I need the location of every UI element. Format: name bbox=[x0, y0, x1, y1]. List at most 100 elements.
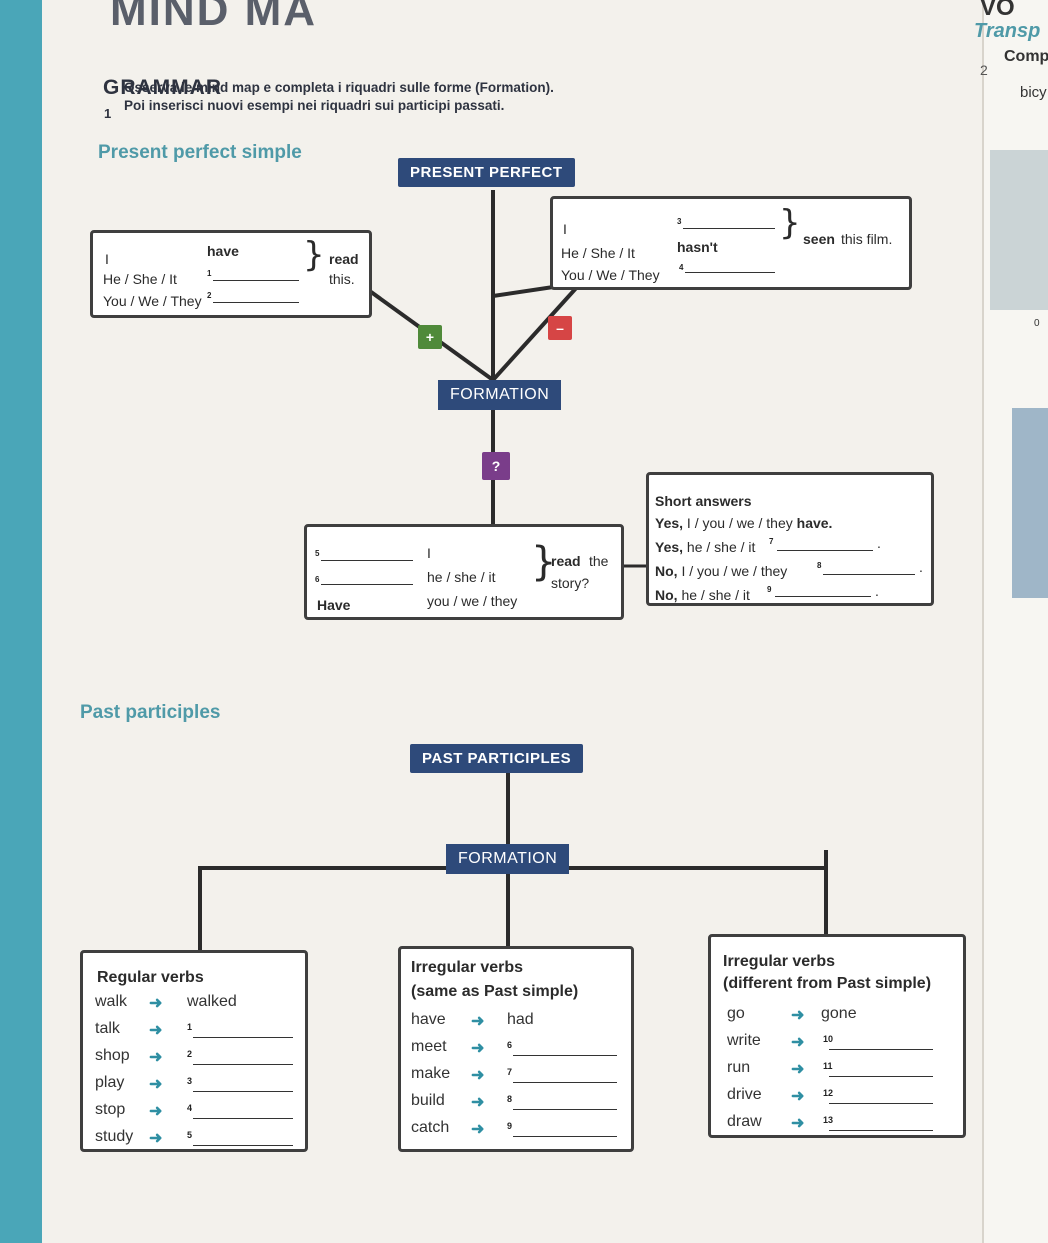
int-blank-5[interactable] bbox=[321, 559, 413, 561]
neg-aux-hasnt: hasn't bbox=[677, 239, 718, 255]
blank-number: 9 bbox=[507, 1121, 513, 1131]
answer-blank[interactable] bbox=[193, 1036, 293, 1038]
aff-blank-1[interactable] bbox=[213, 279, 299, 281]
negative-box: I 3 He / She / It hasn't You / We / They… bbox=[550, 196, 912, 290]
int-rest-the: the bbox=[589, 553, 609, 569]
verb-base: drive bbox=[727, 1086, 762, 1103]
blank-number: 4 bbox=[187, 1103, 193, 1113]
blank-number: 2 bbox=[187, 1049, 193, 1059]
arrow-icon: ➜ bbox=[149, 1049, 163, 1066]
answer-blank[interactable] bbox=[513, 1135, 617, 1137]
sa-dot-9: . bbox=[875, 583, 879, 599]
short-answers-title: Short answers bbox=[655, 493, 752, 509]
plus-sign: + bbox=[418, 325, 442, 349]
sa-have: have. bbox=[796, 515, 833, 531]
sa-subjects-2: he / she / it bbox=[686, 539, 756, 555]
neg-subject-he: He / She / It bbox=[561, 245, 635, 261]
answer-blank[interactable] bbox=[193, 1144, 293, 1146]
arrow-icon: ➜ bbox=[149, 995, 163, 1012]
sa-blank-number-8: 8 bbox=[817, 561, 822, 570]
verb-past-participle: walked bbox=[187, 993, 237, 1010]
sa-subjects-1: I / you / we / they bbox=[686, 515, 793, 531]
blank-number: 3 bbox=[187, 1076, 193, 1086]
sa-blank-8[interactable] bbox=[823, 573, 915, 575]
answer-blank[interactable] bbox=[513, 1054, 617, 1056]
neg-verb-seen: seen bbox=[803, 231, 835, 247]
aff-brace: } bbox=[303, 235, 325, 275]
answer-blank[interactable] bbox=[513, 1108, 617, 1110]
facing-page-exercise-number: 2 bbox=[980, 62, 988, 78]
present-perfect-formation: FORMATION bbox=[438, 380, 562, 410]
facing-page-photo-bottom bbox=[1012, 408, 1048, 598]
arrow-icon: ➜ bbox=[791, 1061, 805, 1078]
sa-yes-1: Yes, bbox=[655, 515, 684, 531]
neg-subject-you: You / We / They bbox=[561, 267, 660, 283]
arrow-icon: ➜ bbox=[149, 1103, 163, 1120]
facing-page-title: Transp bbox=[974, 20, 1041, 42]
aff-object: this. bbox=[329, 271, 355, 287]
verb-base: talk bbox=[95, 1020, 120, 1037]
instruction-number: 1 bbox=[104, 106, 112, 121]
sa-blank-number-7: 7 bbox=[769, 537, 774, 546]
int-blank-6[interactable] bbox=[321, 583, 413, 585]
blank-number: 10 bbox=[823, 1034, 834, 1044]
arrow-icon: ➜ bbox=[791, 1007, 805, 1024]
int-subject-he: he / she / it bbox=[427, 569, 496, 585]
int-blank-number-5: 5 bbox=[315, 549, 320, 558]
answer-blank[interactable] bbox=[193, 1090, 293, 1092]
answer-blank[interactable] bbox=[513, 1081, 617, 1083]
verb-base: go bbox=[727, 1005, 745, 1022]
answer-blank[interactable] bbox=[193, 1063, 293, 1065]
aff-blank-2[interactable] bbox=[213, 301, 299, 303]
neg-blank-number-4: 4 bbox=[679, 263, 684, 272]
affirmative-box: I have He / She / It 1 You / We / They 2… bbox=[90, 230, 372, 318]
facing-page-zero: 0 bbox=[1034, 318, 1040, 329]
verb-base: run bbox=[727, 1059, 751, 1076]
arrow-icon: ➜ bbox=[149, 1022, 163, 1039]
sa-no-4: No, bbox=[655, 587, 678, 603]
verb-base: study bbox=[95, 1128, 134, 1145]
irregular-diff-title-2: (different from Past simple) bbox=[723, 975, 932, 992]
mind-map-title: MIND MA bbox=[110, 0, 318, 35]
blank-number: 5 bbox=[187, 1130, 193, 1140]
arrow-icon: ➜ bbox=[149, 1076, 163, 1093]
grammar-heading: GRAMMAR bbox=[103, 76, 222, 99]
left-margin-strip bbox=[0, 0, 42, 1243]
blank-number: 7 bbox=[507, 1067, 513, 1077]
neg-blank-3[interactable] bbox=[683, 227, 775, 229]
question-sign: ? bbox=[482, 452, 510, 480]
verb-base: walk bbox=[95, 993, 128, 1010]
answer-blank[interactable] bbox=[829, 1075, 933, 1077]
verb-base: write bbox=[727, 1032, 761, 1049]
answer-blank[interactable] bbox=[193, 1117, 293, 1119]
answer-blank[interactable] bbox=[829, 1048, 933, 1050]
neg-blank-4[interactable] bbox=[685, 271, 775, 273]
short-answers-box: Short answers Yes, I / you / we / they h… bbox=[646, 472, 934, 606]
answer-blank[interactable] bbox=[829, 1102, 933, 1104]
blank-number: 8 bbox=[507, 1094, 513, 1104]
arrow-icon: ➜ bbox=[791, 1115, 805, 1132]
past-participles-section-title: Past participles bbox=[80, 702, 221, 723]
answer-blank[interactable] bbox=[829, 1129, 933, 1131]
facing-page-word: bicy bbox=[1020, 84, 1047, 101]
sa-blank-9[interactable] bbox=[775, 595, 871, 597]
instruction-line-2: Poi inserisci nuovi esempi nei riquadri … bbox=[124, 98, 505, 113]
sa-subjects-4: he / she / it bbox=[681, 587, 750, 603]
facing-page-vo: VO bbox=[980, 0, 1015, 21]
sa-no-3: No, bbox=[655, 563, 678, 579]
int-brace: } bbox=[531, 539, 557, 585]
irregular-same-title-1: Irregular verbs bbox=[411, 959, 524, 976]
irregular-same-box: Irregular verbs (same as Past simple) ha… bbox=[398, 946, 634, 1152]
aff-verb-read: read bbox=[329, 251, 359, 267]
past-participles-header: PAST PARTICIPLES bbox=[410, 744, 584, 773]
aff-blank-number-2: 2 bbox=[207, 291, 212, 300]
verb-base: make bbox=[411, 1065, 451, 1082]
instruction-line-1: Osserva le mind map e completa i riquadr… bbox=[124, 80, 554, 95]
blank-number: 11 bbox=[823, 1061, 833, 1071]
sa-blank-7[interactable] bbox=[777, 549, 873, 551]
verb-base: stop bbox=[95, 1101, 126, 1118]
arrow-icon: ➜ bbox=[149, 1130, 163, 1147]
verb-base: meet bbox=[411, 1038, 447, 1055]
present-perfect-header: PRESENT PERFECT bbox=[398, 158, 575, 187]
